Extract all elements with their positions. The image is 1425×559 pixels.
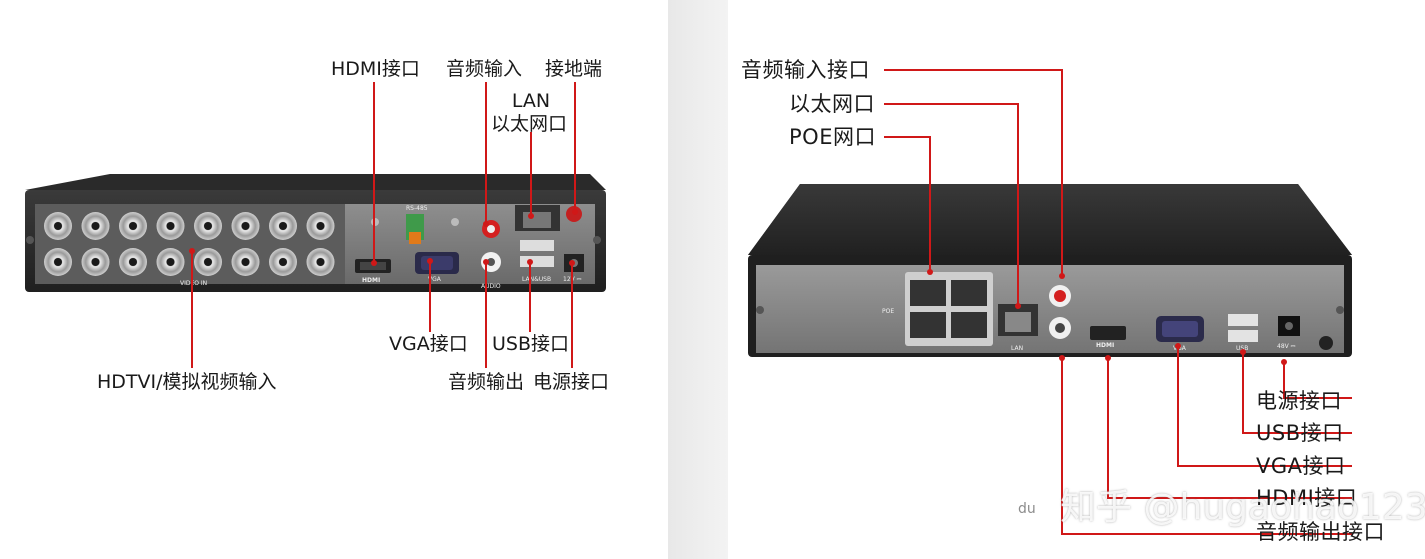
bnc-pin	[129, 222, 137, 230]
leader-hdmi	[1107, 358, 1352, 499]
right-device-printed-text: POE LAN HDMI VGA USB 48V ⎓	[882, 308, 1296, 352]
label-poe-port: POE网口	[789, 125, 876, 149]
leader-audio-out	[1061, 358, 1352, 535]
device-vga-label: VGA	[1173, 345, 1187, 352]
poe-port-icon	[951, 312, 987, 338]
label-lan-en: LAN	[511, 90, 551, 112]
device-lan-label: LAN	[1011, 345, 1023, 352]
screw-icon	[1336, 306, 1344, 314]
left-device-top	[25, 174, 606, 190]
bnc-pin	[91, 258, 100, 266]
device-hdmi-label: HDMI	[1096, 342, 1114, 349]
usb-port-icon	[1228, 314, 1258, 326]
label-ground: 接地端	[545, 58, 603, 80]
video-in-label: VIDEO IN	[180, 280, 207, 287]
label-hdmi: HDMI接口	[331, 58, 420, 80]
bnc-pin	[204, 258, 212, 266]
usb-port-icon	[520, 256, 554, 267]
panel-divider	[668, 0, 728, 559]
leader-vga	[1177, 346, 1352, 467]
label-usb-port: USB接口	[1256, 421, 1344, 445]
right-nvr-device	[748, 184, 1352, 357]
poe-port-icon	[951, 280, 987, 306]
bnc-pin	[279, 258, 287, 266]
leader-ethernet	[884, 103, 1019, 306]
label-audio-in: 音频输入	[446, 58, 523, 80]
label-power-port: 电源接口	[1256, 389, 1342, 413]
device-vga-label: VGA	[428, 276, 442, 283]
watermark-text: 知乎 @hugaohao123	[1060, 487, 1425, 528]
bnc-pin	[166, 258, 175, 266]
dip-switch-icon	[409, 232, 421, 244]
screw-icon	[593, 236, 601, 244]
bnc-video-inputs	[44, 212, 335, 276]
label-hdtvi: HDTVI/模拟视频输入	[97, 371, 277, 393]
left-leader-dots	[189, 209, 578, 266]
label-audio-in-port: 音频输入接口	[741, 58, 870, 82]
label-audio-out-port: 音频输出接口	[1256, 520, 1385, 544]
left-bnc-panel	[35, 204, 345, 284]
poe-port-icon	[910, 312, 946, 338]
device-lanusb-label: LAN&USB	[522, 276, 551, 283]
bnc-pin	[204, 222, 212, 230]
right-io-ports	[905, 272, 1333, 350]
bnc-pin	[54, 258, 62, 266]
bnc-pin	[54, 222, 62, 230]
ground-terminal-icon	[1319, 336, 1333, 350]
leader-usb	[1242, 352, 1352, 434]
watermark-logo-text: du	[1018, 501, 1036, 517]
device-poe-label: POE	[882, 308, 894, 315]
bnc-pin	[316, 222, 325, 230]
label-usb: USB接口	[492, 333, 570, 355]
bnc-pin	[129, 258, 137, 266]
screw-icon	[26, 236, 34, 244]
label-hdmi-port: HDMI接口	[1256, 486, 1358, 510]
label-audio-out: 音频输出	[448, 371, 525, 393]
bnc-pin	[279, 222, 287, 230]
bnc-pin	[166, 222, 175, 230]
usb-port-icon	[520, 240, 554, 251]
right-leader-dots	[927, 269, 1287, 365]
label-power: 电源接口	[533, 371, 610, 393]
leader-poe	[884, 136, 931, 272]
usb-port-icon	[1228, 330, 1258, 342]
device-rs485-label: RS-485	[406, 205, 428, 212]
bnc-pin	[91, 222, 100, 230]
label-lan-cn: 以太网口	[491, 113, 568, 135]
bnc-pin	[241, 222, 250, 230]
right-leader-lines	[884, 69, 1352, 535]
device-power-label: 48V ⎓	[1277, 343, 1296, 350]
leader-power	[1283, 362, 1352, 399]
hdmi-port-icon	[1090, 326, 1126, 340]
screw-icon	[451, 218, 459, 226]
leader-audio-in	[884, 69, 1063, 275]
label-vga: VGA接口	[389, 333, 468, 355]
left-leader-lines	[191, 82, 576, 368]
label-ethernet-port: 以太网口	[789, 92, 875, 116]
device-audio-label: AUDIO	[481, 283, 501, 290]
bnc-pin	[316, 258, 325, 266]
device-usb-label: USB	[1236, 345, 1248, 352]
device-hdmi-label: HDMI	[362, 277, 380, 284]
watermark-logo-icon	[1010, 488, 1054, 532]
label-vga-port: VGA接口	[1256, 454, 1346, 478]
poe-port-icon	[910, 280, 946, 306]
bnc-pin	[241, 258, 250, 266]
screw-icon	[756, 306, 764, 314]
